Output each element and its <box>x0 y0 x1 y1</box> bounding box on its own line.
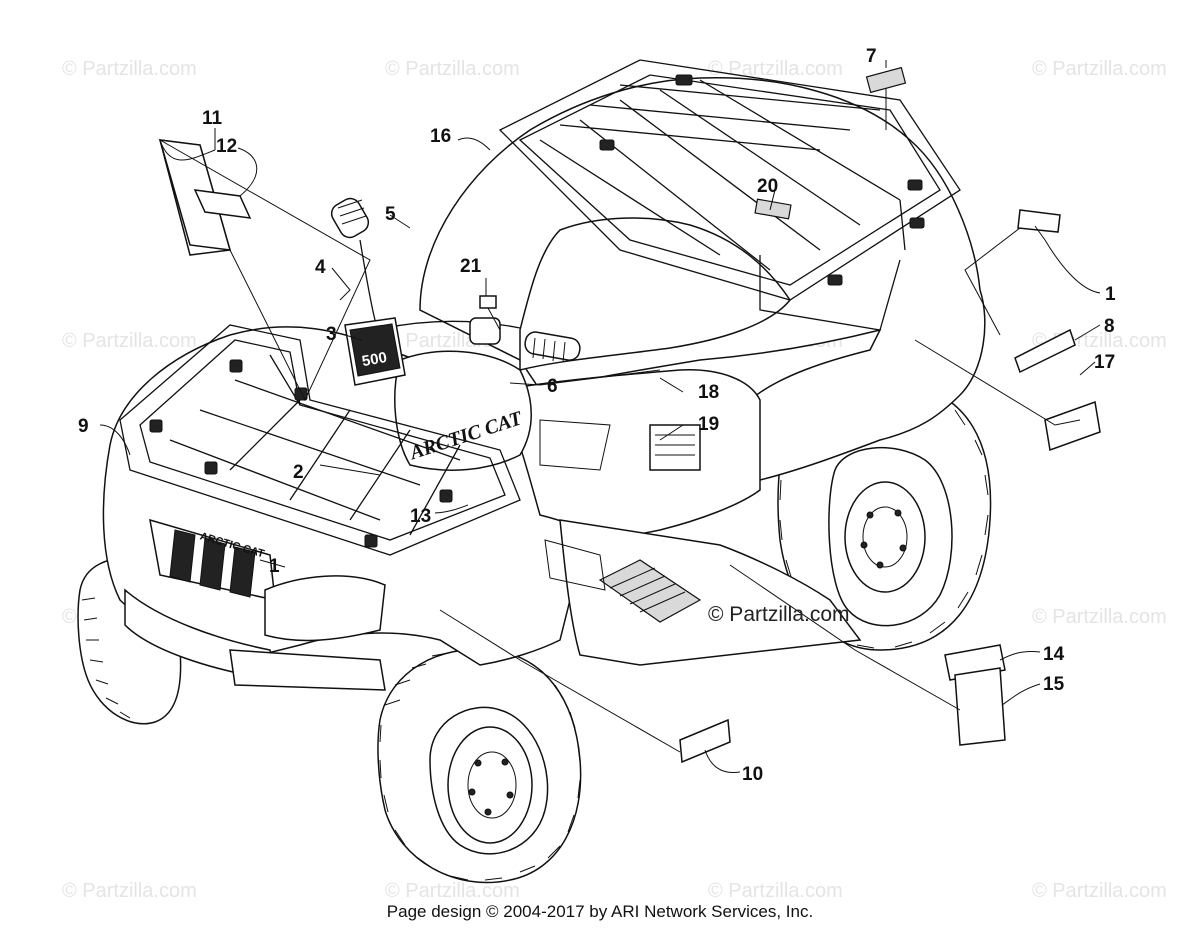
handlebar <box>330 197 581 386</box>
watermark: © Partzilla.com <box>1032 606 1167 628</box>
watermark: © Partzilla.com <box>1032 58 1167 80</box>
rear-rack <box>498 59 961 331</box>
watermark: © Partzilla.com <box>385 880 520 902</box>
callout-7: 7 <box>866 46 877 67</box>
callout-numbers: 1 1 2 3 4 5 6 7 8 9 10 11 12 13 14 15 16… <box>78 46 1116 785</box>
callout-12: 12 <box>216 136 237 157</box>
watermark: © Partzilla.com <box>708 880 843 902</box>
watermark: © Partzilla.com <box>1032 880 1167 902</box>
callout-11: 11 <box>202 108 223 129</box>
callout-8: 8 <box>1104 316 1115 337</box>
callout-leaders <box>99 60 1101 774</box>
callout-2: 2 <box>293 462 304 483</box>
center-watermark: © Partzilla.com <box>708 603 850 626</box>
callout-10: 10 <box>742 764 763 785</box>
watermark: © Partzilla.com <box>385 58 520 80</box>
watermark: © Partzilla.com <box>62 330 197 352</box>
callout-21: 21 <box>460 256 482 277</box>
body-decals <box>158 66 1101 764</box>
console-display-text: 500 <box>361 349 389 370</box>
callout-9: 9 <box>78 416 89 437</box>
front-rack <box>119 324 521 556</box>
callout-19: 19 <box>698 414 719 435</box>
callout-14: 14 <box>1043 644 1065 665</box>
front-right-wheel <box>377 648 582 884</box>
callout-1: 1 <box>269 556 280 577</box>
callout-15: 15 <box>1043 674 1065 695</box>
callout-6: 6 <box>547 376 558 397</box>
callout-13: 13 <box>410 506 431 527</box>
callout-3: 3 <box>326 324 337 345</box>
callout-20: 20 <box>757 176 778 197</box>
callout-5: 5 <box>385 204 396 225</box>
watermark: © Partzilla.com <box>62 58 197 80</box>
callout-18: 18 <box>698 382 719 403</box>
watermark: © Partzilla.com <box>708 58 843 80</box>
callout-4: 4 <box>315 257 326 278</box>
callout-16: 16 <box>430 126 451 147</box>
watermark: © Partzilla.com <box>62 880 197 902</box>
page-footer: Page design © 2004-2017 by ARI Network S… <box>386 902 814 921</box>
callout-17: 17 <box>1094 352 1115 373</box>
atv-body <box>102 76 986 691</box>
callout-1: 1 <box>1105 284 1116 305</box>
